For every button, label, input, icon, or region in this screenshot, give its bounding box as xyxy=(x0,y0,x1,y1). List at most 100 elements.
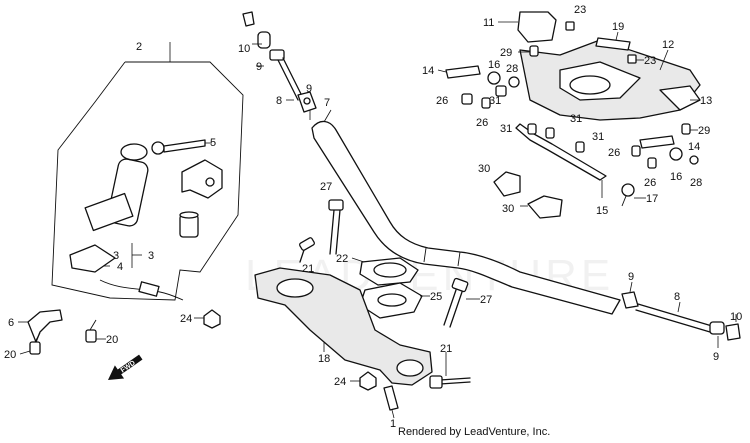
callout-26a: 26 xyxy=(436,95,448,107)
callout-31b: 31 xyxy=(500,123,512,135)
callout-3: 3 xyxy=(113,250,119,262)
nut-31a xyxy=(495,85,507,97)
callout-31d: 31 xyxy=(592,131,604,143)
callout-14b: 14 xyxy=(688,141,700,153)
handlebar-cover xyxy=(519,39,701,121)
callout-11: 11 xyxy=(483,17,494,29)
nut-23b xyxy=(627,54,637,64)
washer-28b xyxy=(689,155,699,165)
nut-16a xyxy=(487,71,501,85)
callout-29a: 29 xyxy=(500,47,512,59)
bolt-31c xyxy=(545,127,555,139)
callout-12: 12 xyxy=(662,39,674,51)
callout-24a: 24 xyxy=(180,313,192,325)
bracket-14a xyxy=(445,65,481,79)
bolt-31d xyxy=(575,141,585,153)
clamp-30b xyxy=(527,195,563,219)
callout-20a: 20 xyxy=(106,334,118,346)
forward-arrow-icon: FWD xyxy=(108,354,143,380)
bolt-21b xyxy=(429,375,471,389)
damper-lower xyxy=(621,291,741,341)
callout-9b: 9 xyxy=(306,83,312,95)
callout-10a: 10 xyxy=(238,43,250,55)
callout-28a: 28 xyxy=(506,63,518,75)
callout-24b: 24 xyxy=(334,376,346,388)
ignition-switch xyxy=(69,143,184,301)
bolt-26b xyxy=(481,97,491,109)
callout-19: 19 xyxy=(612,21,624,33)
callout-20b: 20 xyxy=(4,349,16,361)
callout-27a: 27 xyxy=(320,181,332,193)
damper-upper xyxy=(242,11,317,113)
callout-27b: 27 xyxy=(480,294,492,306)
bolt-26d xyxy=(647,157,657,169)
callout-8a: 8 xyxy=(276,95,282,107)
screw-29b xyxy=(681,123,691,135)
handlebar xyxy=(311,120,621,315)
callout-16b: 16 xyxy=(670,171,682,183)
callout-5: 5 xyxy=(210,137,216,149)
ignition-key xyxy=(151,139,206,155)
callout-31a: 31 xyxy=(489,95,501,107)
callout-6: 6 xyxy=(8,317,14,329)
screw-29a xyxy=(529,45,539,57)
stay-15 xyxy=(515,123,607,181)
callout-21a: 21 xyxy=(302,263,314,275)
clip-17 xyxy=(621,183,635,207)
callout-15: 15 xyxy=(596,205,608,217)
callout-2: 2 xyxy=(136,41,142,53)
callout-30a: 30 xyxy=(478,163,490,175)
callout-28b: 28 xyxy=(690,177,702,189)
plate-19 xyxy=(595,37,631,51)
callout-9a: 9 xyxy=(256,61,262,73)
callout-26c: 26 xyxy=(608,147,620,159)
callout-14a: 14 xyxy=(422,65,434,77)
upper-clamp xyxy=(359,257,419,286)
grommet xyxy=(179,211,199,238)
bolt-26c xyxy=(631,145,641,157)
callout-25: 25 xyxy=(430,291,442,303)
callout-17: 17 xyxy=(646,193,658,205)
callout-22: 22 xyxy=(336,253,348,265)
switch-bracket xyxy=(181,159,223,199)
callout-18: 18 xyxy=(318,353,330,365)
callout-1: 1 xyxy=(390,418,396,430)
nut-24b xyxy=(359,371,377,391)
bolt-21a xyxy=(299,237,315,263)
callout-7: 7 xyxy=(324,97,330,109)
callout-16a: 16 xyxy=(488,59,500,71)
nut-16b xyxy=(669,147,683,161)
callout-9d: 9 xyxy=(713,351,719,363)
screw-20a xyxy=(85,319,97,343)
assembly-outline xyxy=(51,61,244,301)
callout-23b: 23 xyxy=(644,55,656,67)
part-1 xyxy=(383,385,399,411)
callout-30b: 30 xyxy=(502,203,514,215)
callout-31c: 31 xyxy=(570,113,582,125)
clamp-30a xyxy=(493,171,521,197)
callout-26d: 26 xyxy=(644,177,656,189)
footer-credit: Rendered by LeadVenture, Inc. xyxy=(398,426,551,438)
screw-20b xyxy=(29,332,41,355)
bracket-11 xyxy=(517,11,557,43)
callout-13: 13 xyxy=(700,95,712,107)
washer-28a xyxy=(508,76,520,88)
callout-3b: 3 xyxy=(148,250,154,262)
callout-10b: 10 xyxy=(730,311,742,323)
fwd-label: FWD xyxy=(120,360,137,375)
callout-9c: 9 xyxy=(628,271,634,283)
wire-clip xyxy=(27,309,63,343)
bolt-27a xyxy=(328,199,344,255)
bolt-27b xyxy=(443,277,469,328)
nut-24a xyxy=(203,309,221,329)
callout-8b: 8 xyxy=(674,291,680,303)
bolt-26a xyxy=(461,93,473,105)
callout-29b: 29 xyxy=(698,125,710,137)
callout-26b: 26 xyxy=(476,117,488,129)
callout-4: 4 xyxy=(117,261,123,273)
callout-23a: 23 xyxy=(574,4,586,16)
bolt-31b xyxy=(527,123,537,135)
callout-21b: 21 xyxy=(440,343,452,355)
bracket-14b xyxy=(639,135,675,149)
